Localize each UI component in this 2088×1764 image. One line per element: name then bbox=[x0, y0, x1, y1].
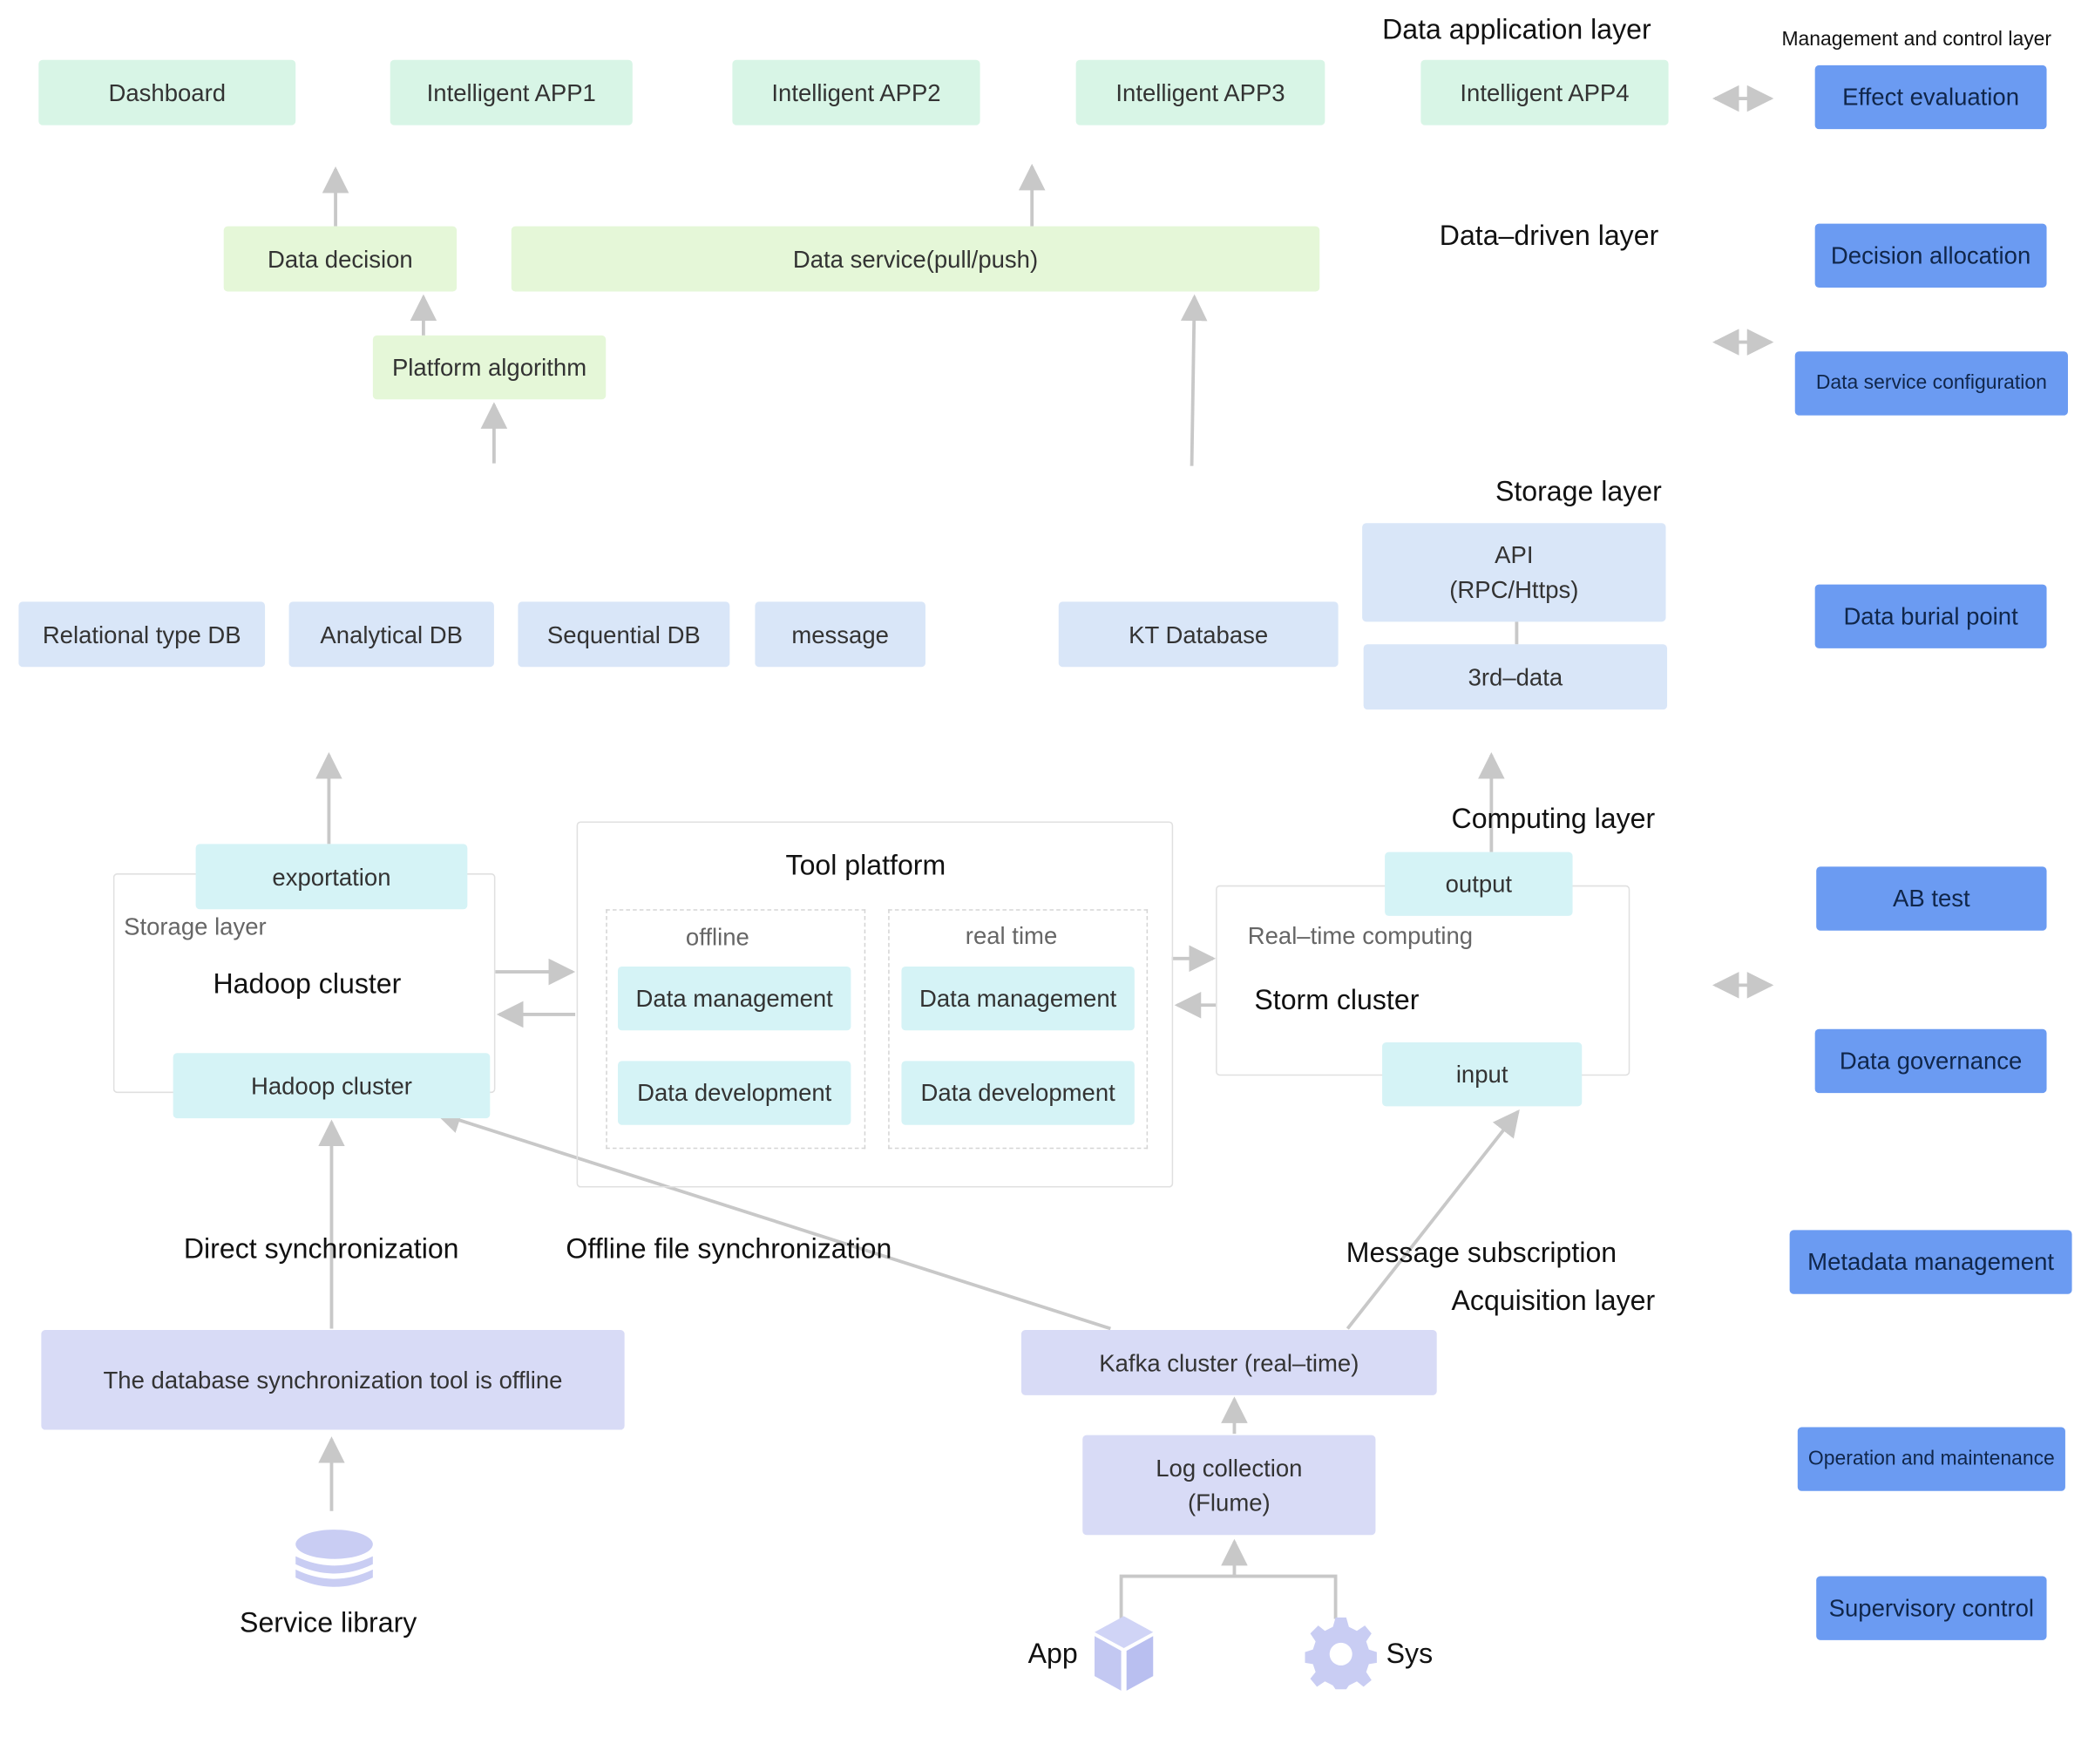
data-service-box: Data service(pull/push) bbox=[511, 226, 1320, 292]
offline-label: offline bbox=[685, 924, 749, 951]
analytical-db-box: Analytical DB bbox=[288, 601, 494, 668]
relational-db-box: Relational type DB bbox=[18, 601, 266, 668]
intelligent-app3-box: Intelligent APP3 bbox=[1075, 59, 1325, 126]
data-decision-box: Data decision bbox=[223, 226, 458, 292]
ab-test-box: AB test bbox=[1816, 866, 2047, 931]
layer-label-computing: Computing layer bbox=[1451, 804, 1656, 835]
supervisory-control-box: Supervisory control bbox=[1816, 1576, 2047, 1640]
intelligent-app1-box: Intelligent APP1 bbox=[390, 59, 633, 126]
platform-algorithm-box: Platform algorithm bbox=[372, 335, 607, 400]
service-library-label: Service library bbox=[240, 1608, 417, 1639]
tool-platform-frame bbox=[576, 821, 1174, 1188]
effect-evaluation-box: Effect evaluation bbox=[1814, 64, 2047, 130]
metadata-management-box: Metadata management bbox=[1789, 1230, 2072, 1294]
layer-label-driven: Data–driven layer bbox=[1439, 220, 1659, 252]
realtime-computing-label: Real–time computing bbox=[1247, 922, 1474, 950]
data-service-configuration-box: Data service configuration bbox=[1794, 351, 2068, 416]
offline-file-sync-label: Offline file synchronization bbox=[566, 1233, 892, 1265]
hadoop-cluster-box: Hadoop cluster bbox=[173, 1053, 491, 1119]
intelligent-app4-box: Intelligent APP4 bbox=[1420, 59, 1669, 126]
direct-sync-label: Direct synchronization bbox=[183, 1233, 459, 1265]
kt-database-box: KT Database bbox=[1058, 601, 1339, 668]
input-box: input bbox=[1382, 1042, 1583, 1107]
realtime-data-management-box: Data management bbox=[901, 966, 1135, 1031]
sys-label: Sys bbox=[1386, 1638, 1434, 1670]
gear-icon bbox=[1305, 1617, 1377, 1690]
realtime-section bbox=[888, 909, 1149, 1150]
storm-cluster-title: Storm cluster bbox=[1254, 985, 1420, 1016]
operation-maintenance-box: Operation and maintenance bbox=[1797, 1427, 2065, 1491]
arrow-storage-to-service bbox=[1180, 294, 1208, 466]
kafka-cluster-box: Kafka cluster (real–time) bbox=[1020, 1329, 1437, 1395]
decision-allocation-box: Decision allocation bbox=[1814, 223, 2047, 288]
intelligent-app2-box: Intelligent APP2 bbox=[732, 59, 980, 126]
log-collection-box: Log collection (Flume) bbox=[1082, 1435, 1376, 1536]
message-subscription-label: Message subscription bbox=[1346, 1238, 1617, 1269]
message-box: message bbox=[755, 601, 925, 668]
db-sync-tool-box: The database synchronization tool is off… bbox=[41, 1329, 625, 1430]
output-box: output bbox=[1385, 851, 1573, 916]
offline-section bbox=[606, 909, 866, 1150]
arrow-kafka-to-input bbox=[1346, 1109, 1520, 1330]
layer-label-acquisition: Acquisition layer bbox=[1451, 1286, 1656, 1317]
data-burial-point-box: Data burial point bbox=[1814, 584, 2047, 648]
hadoop-cluster-title: Hadoop cluster bbox=[213, 969, 402, 1001]
dashboard-box: Dashboard bbox=[38, 59, 296, 126]
api-box: API (RPC/Https) bbox=[1362, 523, 1666, 622]
layer-label-application: Data application layer bbox=[1382, 14, 1651, 45]
offline-data-development-box: Data development bbox=[617, 1061, 851, 1125]
app-sys-bracket bbox=[1119, 1574, 1338, 1619]
layer-label-management: Management and control layer bbox=[1781, 28, 2052, 51]
sequential-db-box: Sequential DB bbox=[518, 601, 730, 668]
realtime-data-development-box: Data development bbox=[901, 1061, 1135, 1125]
realtime-label: real time bbox=[965, 922, 1058, 950]
data-governance-box: Data governance bbox=[1814, 1028, 2047, 1094]
offline-data-management-box: Data management bbox=[617, 966, 851, 1031]
database-icon bbox=[295, 1530, 373, 1587]
hadoop-storage-label: Storage layer bbox=[124, 913, 267, 940]
cube-icon bbox=[1095, 1616, 1154, 1691]
third-data-box: 3rd–data bbox=[1363, 644, 1668, 710]
app-label: App bbox=[1027, 1638, 1078, 1670]
arrow-kafka-to-hadoop bbox=[434, 1107, 1111, 1331]
tool-platform-title: Tool platform bbox=[785, 851, 946, 882]
layer-label-storage: Storage layer bbox=[1495, 476, 1662, 507]
exportation-box: exportation bbox=[195, 844, 468, 910]
